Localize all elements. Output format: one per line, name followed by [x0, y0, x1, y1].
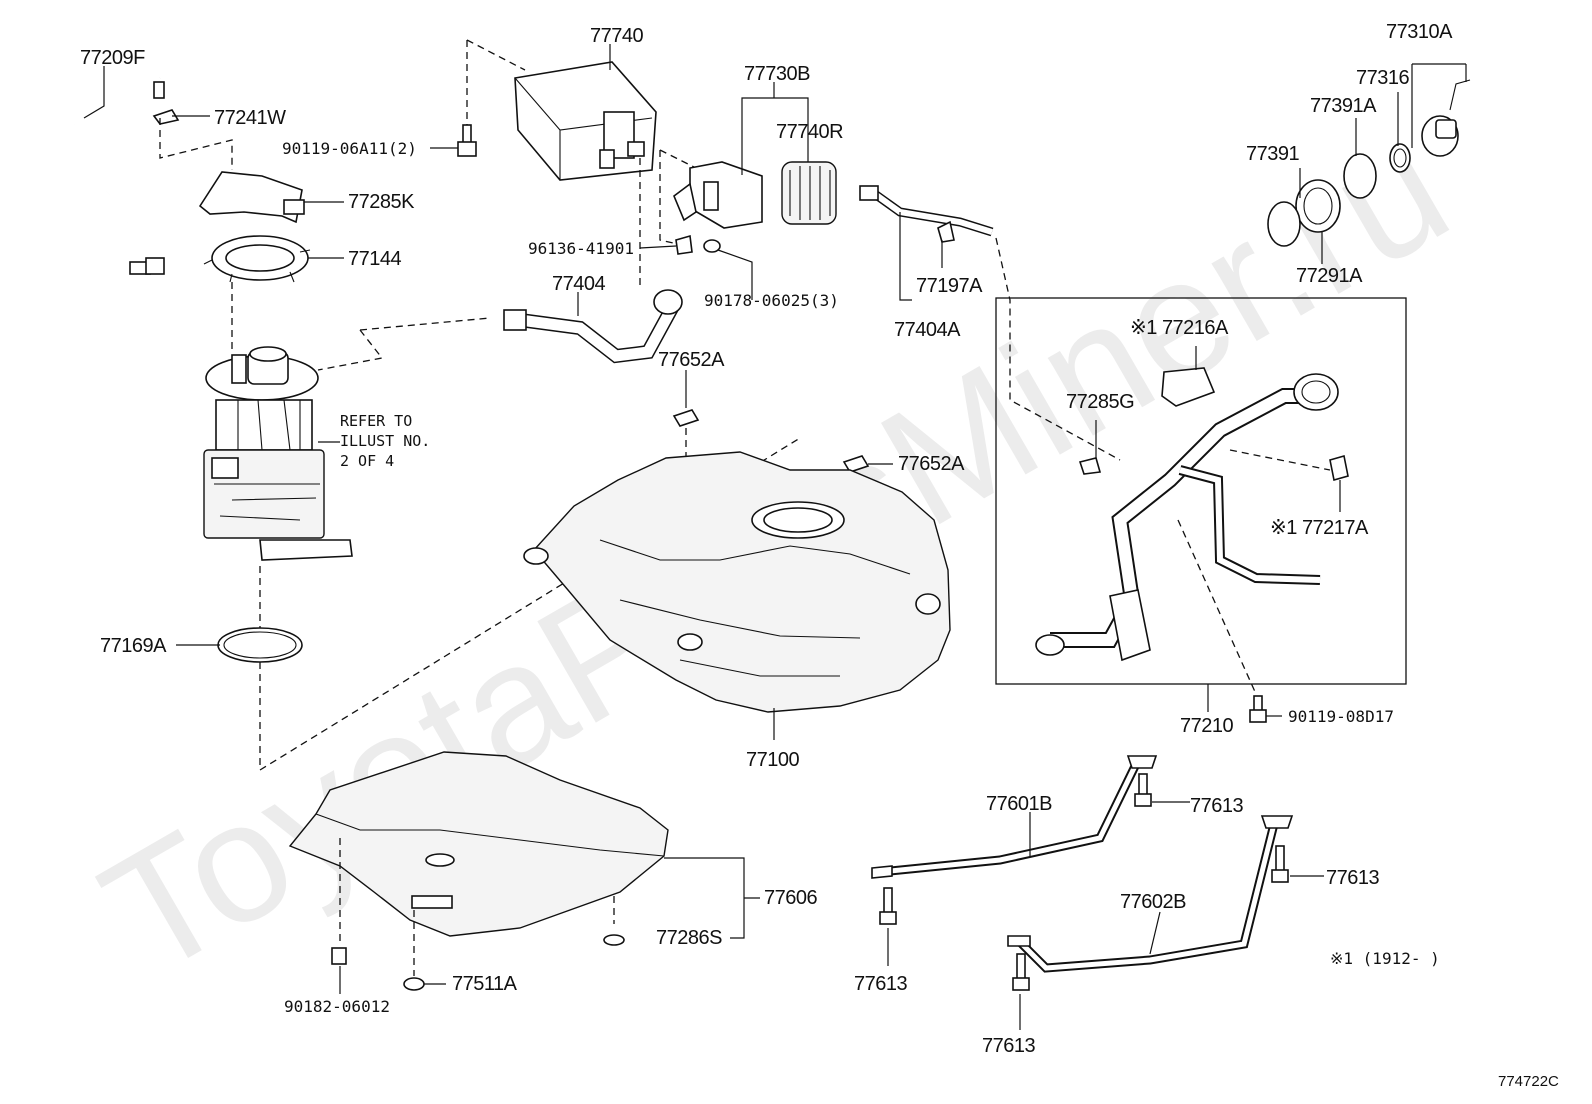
bolt-77613-1[interactable]	[1134, 773, 1152, 807]
label-77310A: 77310A	[1386, 21, 1453, 43]
label-90119-08D17: 90119-08D17	[1288, 707, 1394, 726]
clip-90182-06012[interactable]	[331, 947, 347, 965]
label-77602B: 77602B	[1120, 891, 1186, 913]
label-77100: 77100	[746, 749, 799, 771]
clip-77197A[interactable]	[937, 220, 955, 243]
hose-77404A[interactable]	[859, 185, 994, 237]
label-77606: 77606	[764, 887, 817, 909]
label-77740R: 77740R	[776, 121, 843, 143]
label-77613-4: 77613	[982, 1035, 1035, 1057]
fuel-tube-77209F[interactable]	[60, 77, 184, 275]
label-77316: 77316	[1356, 67, 1409, 89]
canister-77740[interactable]	[514, 61, 657, 181]
label-77652A-1: 77652A	[658, 349, 725, 371]
clip-77286S[interactable]	[603, 934, 625, 946]
refer-note-line-1: REFER TO	[340, 412, 412, 430]
gasket-77169A[interactable]	[217, 627, 303, 663]
label-77286S: 77286S	[656, 927, 722, 949]
label-77285K: 77285K	[348, 191, 415, 213]
bolt-90119-06A11[interactable]	[457, 124, 477, 157]
label-77197A: 77197A	[916, 275, 983, 297]
strap-77602B[interactable]	[1007, 815, 1294, 973]
clip-77241W[interactable]	[152, 109, 180, 125]
label-77404: 77404	[552, 273, 605, 295]
pad-77652A-2[interactable]	[842, 455, 870, 473]
label-77404A: 77404A	[894, 319, 961, 341]
figure-code: 774722C	[1498, 1073, 1559, 1090]
label-77613-2: 77613	[1326, 867, 1379, 889]
label-77217A: ※1 77217A	[1270, 517, 1369, 539]
hose-77404[interactable]	[503, 289, 683, 364]
bolt-77613-2[interactable]	[1271, 845, 1289, 883]
label-77209F: 77209F	[80, 47, 145, 69]
label-90178-06025: 90178-06025(3)	[704, 291, 839, 310]
label-77391: 77391	[1246, 143, 1299, 165]
label-90119-06A11: 90119-06A11(2)	[282, 139, 417, 158]
clip-77285G[interactable]	[1078, 457, 1102, 475]
label-77216A: ※1 77216A	[1130, 317, 1229, 339]
clip-96136-41901[interactable]	[675, 234, 693, 255]
clip-77511A[interactable]	[403, 977, 425, 991]
fuel-tank-77100[interactable]	[523, 451, 951, 713]
label-90182-06012: 90182-06012	[284, 997, 390, 1016]
label-96136-41901: 96136-41901	[528, 239, 634, 258]
valve-77730B[interactable]	[673, 161, 763, 229]
gasket-77391A[interactable]	[1343, 153, 1377, 199]
bolt-77613-3[interactable]	[879, 887, 897, 925]
gasket-77391[interactable]	[1267, 201, 1301, 247]
filler-neck-77291A[interactable]	[1295, 179, 1341, 233]
label-77730B: 77730B	[744, 63, 810, 85]
retainer-ring-77144[interactable]	[203, 235, 311, 283]
label-77391A: 77391A	[1310, 95, 1377, 117]
label-77740: 77740	[590, 25, 643, 47]
filler-group-box	[995, 297, 1407, 685]
fuel-cap-77310A[interactable]	[1421, 79, 1471, 157]
refer-note-line-3: 2 OF 4	[340, 452, 394, 470]
filter-77740R[interactable]	[781, 161, 837, 225]
under-cover-77606[interactable]	[288, 751, 669, 937]
label-77285G: 77285G	[1066, 391, 1134, 413]
cover-77285K[interactable]	[198, 171, 305, 224]
pad-77652A-1[interactable]	[672, 409, 700, 427]
label-77613-3: 77613	[854, 973, 907, 995]
strap-77601B[interactable]	[871, 755, 1158, 879]
label-77601B: 77601B	[986, 793, 1052, 815]
clip-90178-06025[interactable]	[703, 239, 721, 253]
clip-77217A[interactable]	[1329, 454, 1349, 482]
filler-pipe-assembly[interactable]	[1035, 367, 1339, 662]
bolt-77613-4[interactable]	[1012, 953, 1030, 991]
footnote: ※1 (1912- )	[1330, 949, 1440, 968]
label-77652A-2: 77652A	[898, 453, 965, 475]
fuel-pump-assembly[interactable]	[203, 346, 353, 561]
bolt-90119-08D17[interactable]	[1249, 695, 1267, 723]
label-77511A: 77511A	[452, 973, 518, 995]
label-77144: 77144	[348, 248, 401, 270]
label-77613-1: 77613	[1190, 795, 1243, 817]
refer-note-line-2: ILLUST NO.	[340, 432, 430, 450]
label-77169A: 77169A	[100, 635, 167, 657]
label-77291A: 77291A	[1296, 265, 1363, 287]
label-77210: 77210	[1180, 715, 1233, 737]
gasket-77316[interactable]	[1389, 143, 1411, 173]
label-77241W: 77241W	[214, 107, 286, 129]
